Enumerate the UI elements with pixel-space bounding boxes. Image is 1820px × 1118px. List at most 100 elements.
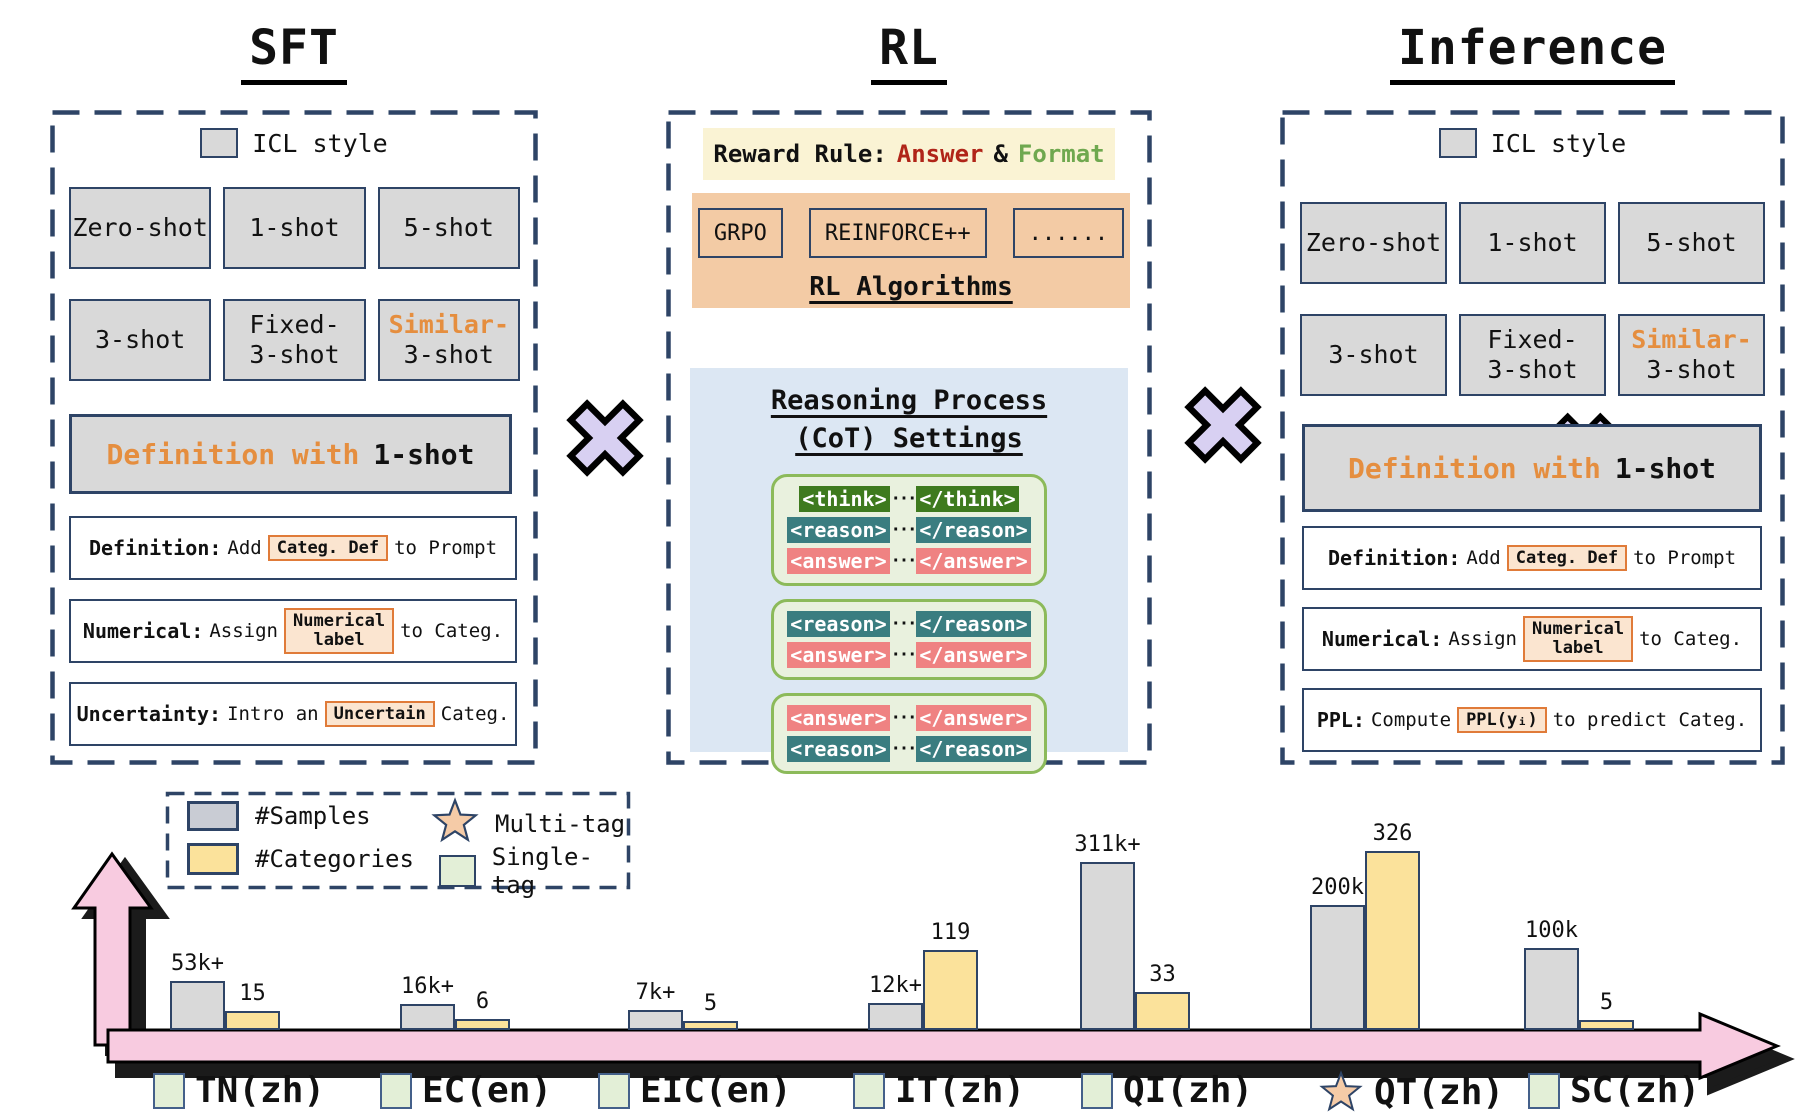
chip-line: Uncertain [333, 703, 426, 724]
ellipsis: ··· [890, 519, 918, 540]
samples-swatch [187, 801, 239, 831]
method-row-title: Definition: [88, 536, 222, 560]
cot-settings-title: Reasoning Process (CoT) Settings [690, 382, 1128, 458]
method-row-pre: Add [227, 537, 262, 559]
method-row: Definition:Add Categ. Def to Prompt [69, 516, 517, 580]
shot-label: 3-shot [1487, 355, 1578, 384]
method-row-pre: Compute [1370, 709, 1452, 731]
open-tag: <answer> [787, 642, 890, 668]
shot-box-fixed: Fixed-3-shot [223, 299, 366, 381]
legend-single-tag-label: Single-tag [491, 843, 593, 899]
chart-axes [71, 851, 1795, 1096]
cot-settings-box: Reasoning Process (CoT) Settings <think>… [690, 368, 1128, 774]
shot-box-1shot: 1-shot [1459, 202, 1606, 284]
tag-row-answer: <answer>···</answer> [787, 642, 1031, 668]
sft-title: SFT [50, 20, 538, 85]
shot-box-fixed: Fixed-3-shot [1459, 314, 1606, 396]
method-row-post: to Prompt [1633, 547, 1737, 569]
category-label: EC(en) [422, 1070, 553, 1111]
chip-line: Categ. Def [1515, 547, 1619, 568]
shot-label: 1-shot [1487, 228, 1578, 257]
inference-definition-with-box: Definition with 1-shot [1302, 424, 1762, 512]
rl-algorithm: GRPO [697, 208, 783, 258]
chip-line: Categ. Def [276, 537, 380, 558]
multiply-icon [1177, 379, 1269, 471]
category-label: EIC(en) [640, 1070, 792, 1111]
legend-multi-tag-label: Multi-tag [495, 810, 626, 838]
definition-with-rest: 1-shot [1614, 451, 1717, 485]
ellipsis: ··· [890, 644, 918, 665]
shot-box-3shot: 3-shot [1300, 314, 1447, 396]
shot-label: Zero-shot [72, 213, 208, 242]
chip-line: PPL(yᵢ) [1466, 709, 1538, 730]
definition-with-accent: Definition with [1347, 451, 1601, 485]
rl-algorithm: REINFORCE++ [808, 208, 987, 258]
shot-box-1shot: 1-shot [223, 187, 366, 269]
single-tag-swatch [1528, 1072, 1560, 1109]
method-row-pre: Assign [1448, 628, 1517, 650]
definition-with-rest: 1-shot [373, 437, 475, 471]
category-label: TN(zh) [195, 1070, 326, 1111]
single-tag-swatch [380, 1072, 412, 1109]
rl-title-text: RL [871, 20, 947, 85]
open-tag: <answer> [787, 548, 890, 574]
shot-box-similar: Similar-3-shot [377, 299, 520, 381]
close-tag: </reason> [916, 517, 1031, 543]
tag-row-reason: <reason>···</reason> [787, 517, 1031, 543]
multi-tag-star-icon [1318, 1070, 1364, 1114]
category-label: SC(zh) [1570, 1070, 1701, 1111]
rl-panel: Reward Rule: Answer & Format GRPO REINFOR… [666, 110, 1620, 774]
shot-label: 1-shot [249, 213, 340, 242]
ellipsis: ··· [890, 613, 918, 634]
tag-row-reason: <reason>···</reason> [787, 611, 1031, 637]
method-chip: Categ. Def [267, 534, 389, 562]
category-item: QI(zh) [1081, 1070, 1253, 1111]
category-label: QT(zh) [1374, 1071, 1505, 1113]
close-tag: </think> [916, 486, 1019, 512]
method-row-post: to predict Categ. [1552, 709, 1748, 731]
legend-categories-label: #Categories [255, 845, 414, 873]
method-row-post: to Prompt [394, 537, 498, 559]
reward-rule-bar: Reward Rule: Answer & Format [703, 128, 1115, 180]
cot-title-line2: (CoT) Settings [795, 422, 1023, 454]
icl-style-swatch [200, 128, 239, 158]
close-tag: </reason> [916, 736, 1031, 762]
multiply-icon [559, 392, 651, 484]
open-tag: <think> [799, 486, 890, 512]
method-row-title: Uncertainty: [76, 702, 222, 726]
cot-tag-group: <think>··· </think> <reason>···</reason> <a… [771, 474, 1047, 586]
single-tag-swatch [1081, 1072, 1113, 1109]
method-row-post: to Categ. [400, 620, 504, 642]
open-tag: <answer> [787, 705, 890, 731]
legend-item-multi-tag: Multi-tag [431, 797, 625, 851]
shot-label: 3-shot [403, 340, 494, 369]
method-row-title: Definition: [1327, 546, 1461, 570]
method-chip: PPL(yᵢ) [1457, 706, 1547, 734]
category-label: QI(zh) [1123, 1070, 1254, 1111]
chip-line: Numerical [292, 611, 386, 632]
legend-item-categories: #Categories [187, 843, 414, 875]
definition-with-accent: Definition with [106, 437, 360, 471]
shot-label: 5-shot [1646, 228, 1737, 257]
open-tag: <reason> [787, 611, 890, 637]
cot-tag-group: <answer>···</answer><reason>···</reason> [771, 693, 1047, 774]
rl-algorithm: ...... [1012, 208, 1125, 258]
sft-definition-with-box: Definition with 1-shot [69, 414, 512, 494]
shot-label: Similar- [1631, 325, 1752, 354]
method-row-pre: Assign [209, 620, 278, 642]
shot-label: Zero-shot [1305, 228, 1442, 257]
icl-style-label: ICL style [1490, 128, 1627, 158]
tag-row-answer: <answer>···</answer> [787, 548, 1031, 574]
cot-title-line1: Reasoning Process [770, 385, 1048, 416]
category-item: TN(zh) [153, 1070, 325, 1111]
open-tag: <reason> [787, 517, 890, 543]
